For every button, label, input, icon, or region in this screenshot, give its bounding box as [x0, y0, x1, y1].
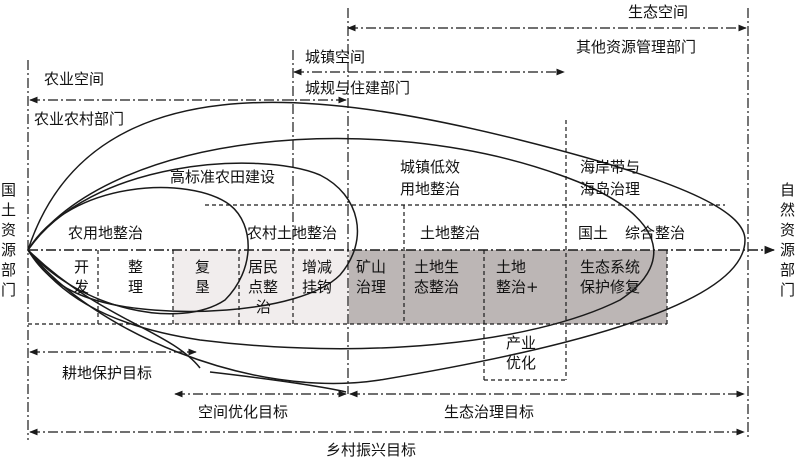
- mine-line-2: 治理: [356, 278, 386, 296]
- eco-goal-label: 生态治理目标: [444, 403, 534, 421]
- left-side-char-4: 源: [1, 241, 16, 259]
- mine-line-1: 矿山: [356, 258, 386, 276]
- ellipse-urban: [27, 137, 655, 350]
- eco-space-label: 生态空间: [628, 3, 688, 21]
- left-side-char-1: 国: [1, 181, 16, 199]
- curve-goal: [209, 371, 347, 393]
- land-rect-label: 土地整治: [420, 224, 480, 242]
- ellipse-high-std: [27, 186, 249, 315]
- other-dept-label: 其他资源管理部门: [576, 38, 696, 56]
- shaded-cell-dark: [349, 250, 667, 324]
- right-side-char-4: 源: [780, 241, 795, 259]
- eco-system-line-2: 保护修复: [580, 278, 640, 296]
- coast-line-1: 海岸带与: [580, 158, 640, 176]
- left-side-char-2: 土: [1, 201, 16, 219]
- industry-line-2: 优化: [506, 354, 536, 372]
- develop-line-1: 开: [74, 258, 89, 276]
- left-side-char-3: 资: [1, 221, 16, 239]
- ellipse-agri-rural: [27, 162, 359, 313]
- land-plus-line-1: 土地: [496, 258, 526, 276]
- hook-line-1: 增减: [302, 258, 332, 276]
- right-side-char-5: 部: [780, 261, 795, 279]
- reclaim-line-2: 垦: [195, 278, 210, 296]
- develop-line-2: 发: [74, 278, 89, 296]
- farmland-rect-label: 农用地整治: [68, 224, 143, 242]
- right-side-char-1: 自: [780, 181, 795, 199]
- arrange-line-2: 理: [128, 278, 143, 296]
- high-std-label: 高标准农田建设: [170, 168, 275, 186]
- land-plus-line-2: 整治+: [496, 278, 539, 296]
- right-side-char-6: 门: [780, 281, 795, 299]
- rural-land-label: 农村土地整治: [247, 224, 337, 242]
- rural-goal-label: 乡村振兴目标: [326, 441, 416, 459]
- right-side-char-2: 然: [780, 201, 795, 219]
- eco-system-line-1: 生态系统: [580, 258, 640, 276]
- left-side-char-6: 门: [1, 281, 16, 299]
- resident-line-3: 治: [256, 298, 271, 316]
- urban-low-line-2: 用地整治: [400, 180, 460, 198]
- urban-low-line-1: 城镇低效: [400, 158, 460, 176]
- agri-space-label: 农业空间: [44, 70, 104, 88]
- coast-line-2: 海岛治理: [580, 180, 640, 198]
- national-land-label: 国土: [578, 224, 608, 242]
- ellipse-national: [27, 101, 746, 385]
- reclaim-line-1: 复: [195, 258, 210, 276]
- arrange-line-1: 整: [128, 258, 143, 276]
- resident-line-1: 居民: [248, 258, 278, 276]
- agri-dept-label: 农业农村部门: [34, 110, 124, 128]
- space-goal-label: 空间优化目标: [198, 403, 288, 421]
- comprehensive-label: 综合整治: [625, 224, 685, 242]
- left-side-char-5: 部: [1, 261, 16, 279]
- urban-space-label: 城镇空间: [305, 48, 365, 66]
- resident-line-2: 点整: [248, 278, 278, 296]
- urban-dept-label: 城规与住建部门: [305, 79, 410, 97]
- hook-line-2: 挂钩: [302, 278, 332, 296]
- eco-land-line-2: 态整治: [414, 278, 459, 296]
- farmland-goal-label: 耕地保护目标: [62, 364, 152, 382]
- right-side-char-3: 资: [780, 221, 795, 239]
- industry-line-1: 产业: [506, 334, 536, 352]
- eco-land-line-1: 土地生: [414, 258, 459, 276]
